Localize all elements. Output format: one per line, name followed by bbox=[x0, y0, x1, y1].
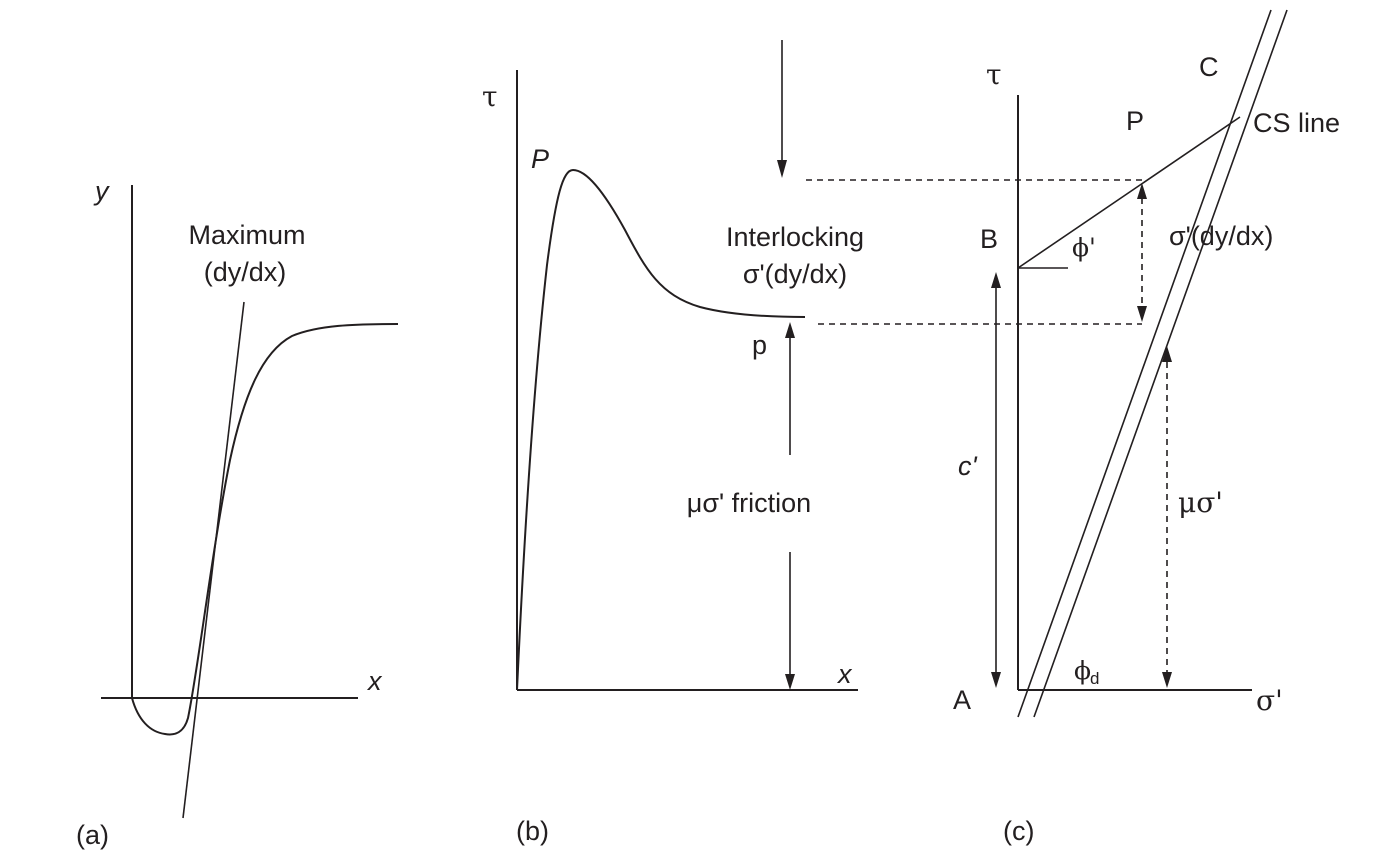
panel-b: τ x P p Interlocking σ'(dy/dx) μσ' frict… bbox=[482, 40, 864, 846]
panel-c-point-p: P bbox=[1126, 106, 1144, 136]
panel-a-max-slope-tangent bbox=[182, 301, 245, 819]
panel-c-interlocking-label: σ'(dy/dx) bbox=[1169, 221, 1273, 251]
panel-c-peak-envelope bbox=[1017, 116, 1241, 269]
panel-b-interlocking-line2: σ'(dy/dx) bbox=[743, 259, 847, 289]
panel-b-stress-curve bbox=[516, 168, 806, 691]
panel-c-cohesion-arrowhead-up bbox=[991, 272, 1001, 288]
panel-c-y-label: τ bbox=[986, 58, 1002, 91]
panel-c-x-label: σ' bbox=[1256, 684, 1283, 717]
panel-b-friction-label: μσ' friction bbox=[687, 488, 811, 518]
panel-c-friction-label: μσ' bbox=[1178, 486, 1223, 519]
panel-c-interlocking-arrowhead-up bbox=[1137, 183, 1147, 199]
panel-c: τ σ' C P B A CS line ϕ' σ'(dy/dx) c' μσ'… bbox=[953, 9, 1340, 846]
panel-c-point-c: C bbox=[1199, 52, 1219, 82]
panel-c-phi-prime-label: ϕ' bbox=[1072, 233, 1096, 262]
panel-c-failure-line-1 bbox=[1017, 9, 1272, 718]
panel-a-x-label: x bbox=[366, 666, 383, 696]
panel-a-label: (a) bbox=[76, 820, 109, 850]
panel-c-cohesion-label: c' bbox=[958, 451, 978, 481]
panel-c-point-b: B bbox=[980, 224, 998, 254]
panel-a-curve bbox=[131, 323, 399, 736]
panel-b-friction-arrowhead-up bbox=[785, 322, 795, 338]
panel-c-point-a: A bbox=[953, 685, 971, 715]
panel-c-interlocking-arrowhead-down bbox=[1137, 306, 1147, 322]
panel-c-cohesion-arrowhead-down bbox=[991, 672, 1001, 688]
panel-a-tangent-label-line1: Maximum bbox=[188, 220, 305, 250]
panel-a-tangent-label-line2: (dy/dx) bbox=[204, 257, 287, 287]
panel-a: y x Maximum (dy/dx) (a) bbox=[76, 176, 399, 850]
panel-a-y-label: y bbox=[93, 176, 110, 206]
panel-c-label: (c) bbox=[1003, 816, 1034, 846]
panel-c-phi-d-label: ϕ bbox=[1074, 656, 1091, 685]
panel-c-failure-line-2 bbox=[1033, 9, 1288, 718]
panel-b-friction-arrowhead-down bbox=[785, 674, 795, 690]
panel-b-residual-label: p bbox=[752, 330, 767, 360]
panel-b-y-label: τ bbox=[482, 80, 498, 113]
panel-b-peak-label: P bbox=[531, 144, 549, 174]
panel-b-load-arrowhead bbox=[777, 160, 787, 178]
panel-c-friction-arrowhead-up bbox=[1162, 346, 1172, 362]
panel-b-x-label: x bbox=[836, 659, 853, 689]
panel-b-interlocking-line1: Interlocking bbox=[726, 222, 864, 252]
panel-c-phi-d-subscript: d bbox=[1090, 669, 1099, 688]
panel-b-label: (b) bbox=[516, 816, 549, 846]
panel-c-friction-arrowhead-down bbox=[1162, 672, 1172, 688]
panel-c-cs-line-label: CS line bbox=[1253, 108, 1340, 138]
